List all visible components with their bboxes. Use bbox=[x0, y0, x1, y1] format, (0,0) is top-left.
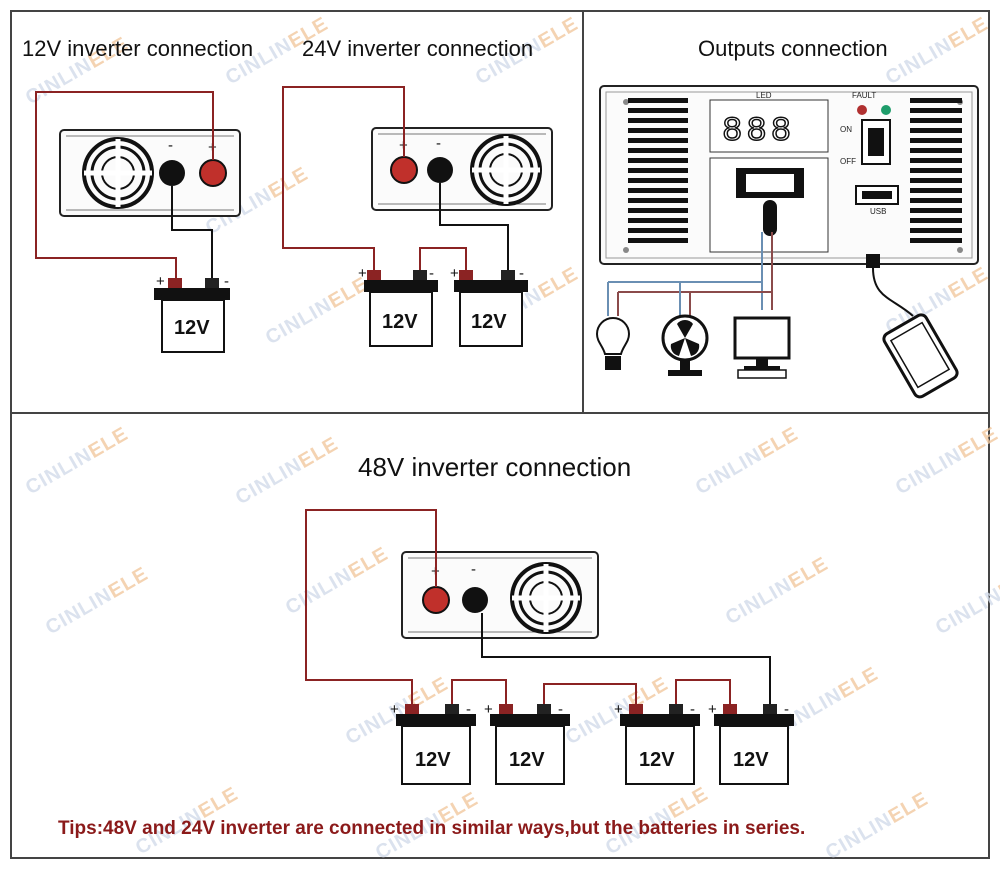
on-label: ON bbox=[840, 125, 852, 134]
battery-24v-2 bbox=[454, 270, 528, 347]
usb-label: USB bbox=[870, 207, 886, 216]
negative-wire bbox=[481, 613, 771, 706]
ac-distribution-wires bbox=[607, 232, 773, 316]
terminal-plus-label: + bbox=[708, 701, 717, 718]
positive-wire bbox=[282, 86, 405, 272]
negative-wire bbox=[171, 186, 213, 282]
battery-label: 12V bbox=[415, 749, 451, 771]
battery-48v-2 bbox=[490, 704, 570, 785]
terminal-minus-label: - bbox=[436, 135, 441, 152]
battery-label: 12V bbox=[733, 749, 769, 771]
positive-wire bbox=[35, 91, 214, 282]
tips-text: Tips:48V and 24V inverter are connected … bbox=[58, 818, 806, 839]
off-label: OFF bbox=[840, 157, 856, 166]
title-24v: 24V inverter connection bbox=[302, 36, 534, 61]
terminal-minus-label: - bbox=[429, 265, 434, 282]
usb-cable bbox=[866, 254, 914, 317]
terminal-minus-label: - bbox=[519, 265, 524, 282]
series-link-wire bbox=[419, 247, 467, 272]
title-outputs: Outputs connection bbox=[698, 36, 888, 61]
battery-label: 12V bbox=[174, 317, 210, 339]
series-link-wire bbox=[543, 683, 637, 706]
terminal-plus-label: + bbox=[358, 265, 367, 282]
inverter-48v bbox=[401, 551, 599, 639]
battery-24v-1 bbox=[364, 270, 438, 347]
series-link-wire bbox=[451, 679, 507, 706]
title-48v: 48V inverter connection bbox=[358, 452, 632, 482]
fault-label: FAULT bbox=[852, 91, 876, 100]
battery-label: 12V bbox=[382, 311, 418, 333]
negative-wire bbox=[439, 183, 509, 272]
inverter-front-panel bbox=[599, 85, 979, 265]
terminal-minus-label: - bbox=[690, 701, 695, 718]
terminal-minus-label: - bbox=[784, 701, 789, 718]
terminal-minus-label: - bbox=[558, 701, 563, 718]
light-bulb-icon bbox=[595, 316, 631, 370]
series-link-wire bbox=[675, 679, 731, 706]
terminal-minus-label: - bbox=[224, 273, 229, 290]
fan-icon bbox=[661, 314, 709, 376]
battery-label: 12V bbox=[639, 749, 675, 771]
battery-48v-4 bbox=[714, 704, 794, 785]
battery-48v-1 bbox=[396, 704, 476, 785]
positive-wire bbox=[305, 509, 437, 706]
tablet-icon bbox=[882, 313, 959, 399]
terminal-plus-label: + bbox=[614, 701, 623, 718]
terminal-minus-label: - bbox=[168, 137, 173, 154]
terminal-minus-label: - bbox=[466, 701, 471, 718]
battery-12v bbox=[154, 278, 230, 353]
terminal-plus-label: + bbox=[450, 265, 459, 282]
battery-48v-3 bbox=[620, 704, 700, 785]
battery-label: 12V bbox=[471, 311, 507, 333]
led-display: 888 bbox=[722, 113, 795, 151]
battery-label: 12V bbox=[509, 749, 545, 771]
terminal-minus-label: - bbox=[471, 561, 476, 578]
terminal-plus-label: + bbox=[390, 701, 399, 718]
terminal-plus-label: + bbox=[484, 701, 493, 718]
title-12v: 12V inverter connection bbox=[22, 36, 254, 61]
inverter-24v bbox=[371, 127, 553, 211]
inverter-12v bbox=[59, 129, 241, 217]
led-label: LED bbox=[756, 91, 772, 100]
panel-48v bbox=[10, 412, 990, 859]
computer-icon bbox=[733, 316, 791, 379]
terminal-plus-label: + bbox=[156, 273, 165, 290]
